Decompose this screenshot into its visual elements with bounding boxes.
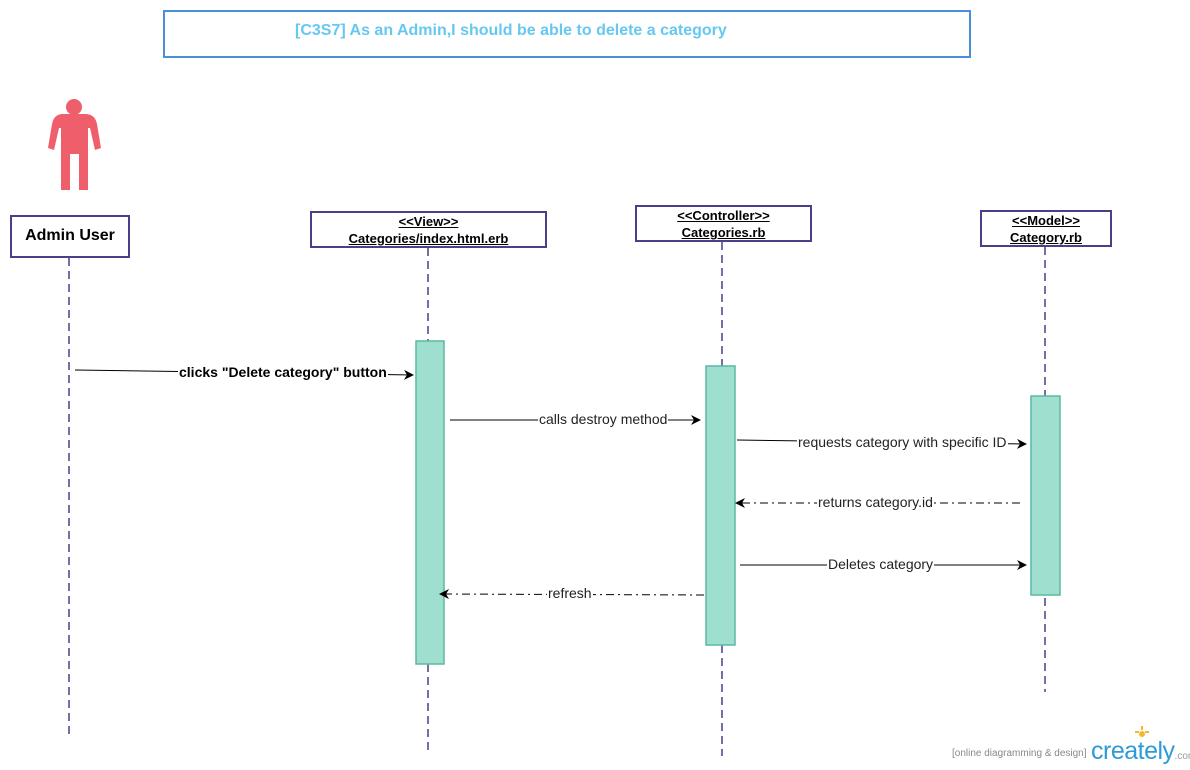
lifeline-head-view: <<View>> Categories/index.html.erb <box>310 211 547 248</box>
actor-box: Admin User <box>10 215 130 258</box>
message-label-calls-destroy: calls destroy method <box>538 411 669 427</box>
model-stereotype: <<Model>> <box>1012 213 1080 228</box>
lifeline-head-model: <<Model>> Category.rb <box>980 210 1112 247</box>
controller-name: Categories.rb <box>681 225 766 240</box>
brand-suffix: .com <box>1174 751 1190 762</box>
bulb-icon <box>1135 726 1149 737</box>
activation-controller <box>705 365 736 646</box>
person-icon <box>48 99 101 190</box>
view-stereotype: <<View>> <box>398 214 459 229</box>
title-box: [C3S7] As an Admin,I should be able to d… <box>163 10 971 58</box>
message-label-deletes-category: Deletes category <box>827 556 935 572</box>
brand-name: creately <box>1091 737 1175 765</box>
controller-stereotype: <<Controller>> <box>677 208 770 223</box>
message-label-refresh: refresh <box>547 585 593 601</box>
brand-logo: creately.com <box>1091 737 1190 766</box>
message-label-request-category: requests category with specific ID <box>797 434 1008 450</box>
diagram-title: [C3S7] As an Admin,I should be able to d… <box>295 22 727 39</box>
message-label-click-delete: clicks "Delete category" button <box>178 364 388 380</box>
lifeline-head-controller: <<Controller>> Categories.rb <box>635 205 812 242</box>
actor-label: Admin User <box>25 227 115 244</box>
model-name: Category.rb <box>1010 230 1082 245</box>
message-label-return-id: returns category.id <box>817 494 934 510</box>
view-name: Categories/index.html.erb <box>348 231 509 246</box>
activation-model <box>1030 395 1061 596</box>
activation-view <box>415 340 445 665</box>
footer-tagline: [online diagramming & design] <box>952 748 1087 759</box>
